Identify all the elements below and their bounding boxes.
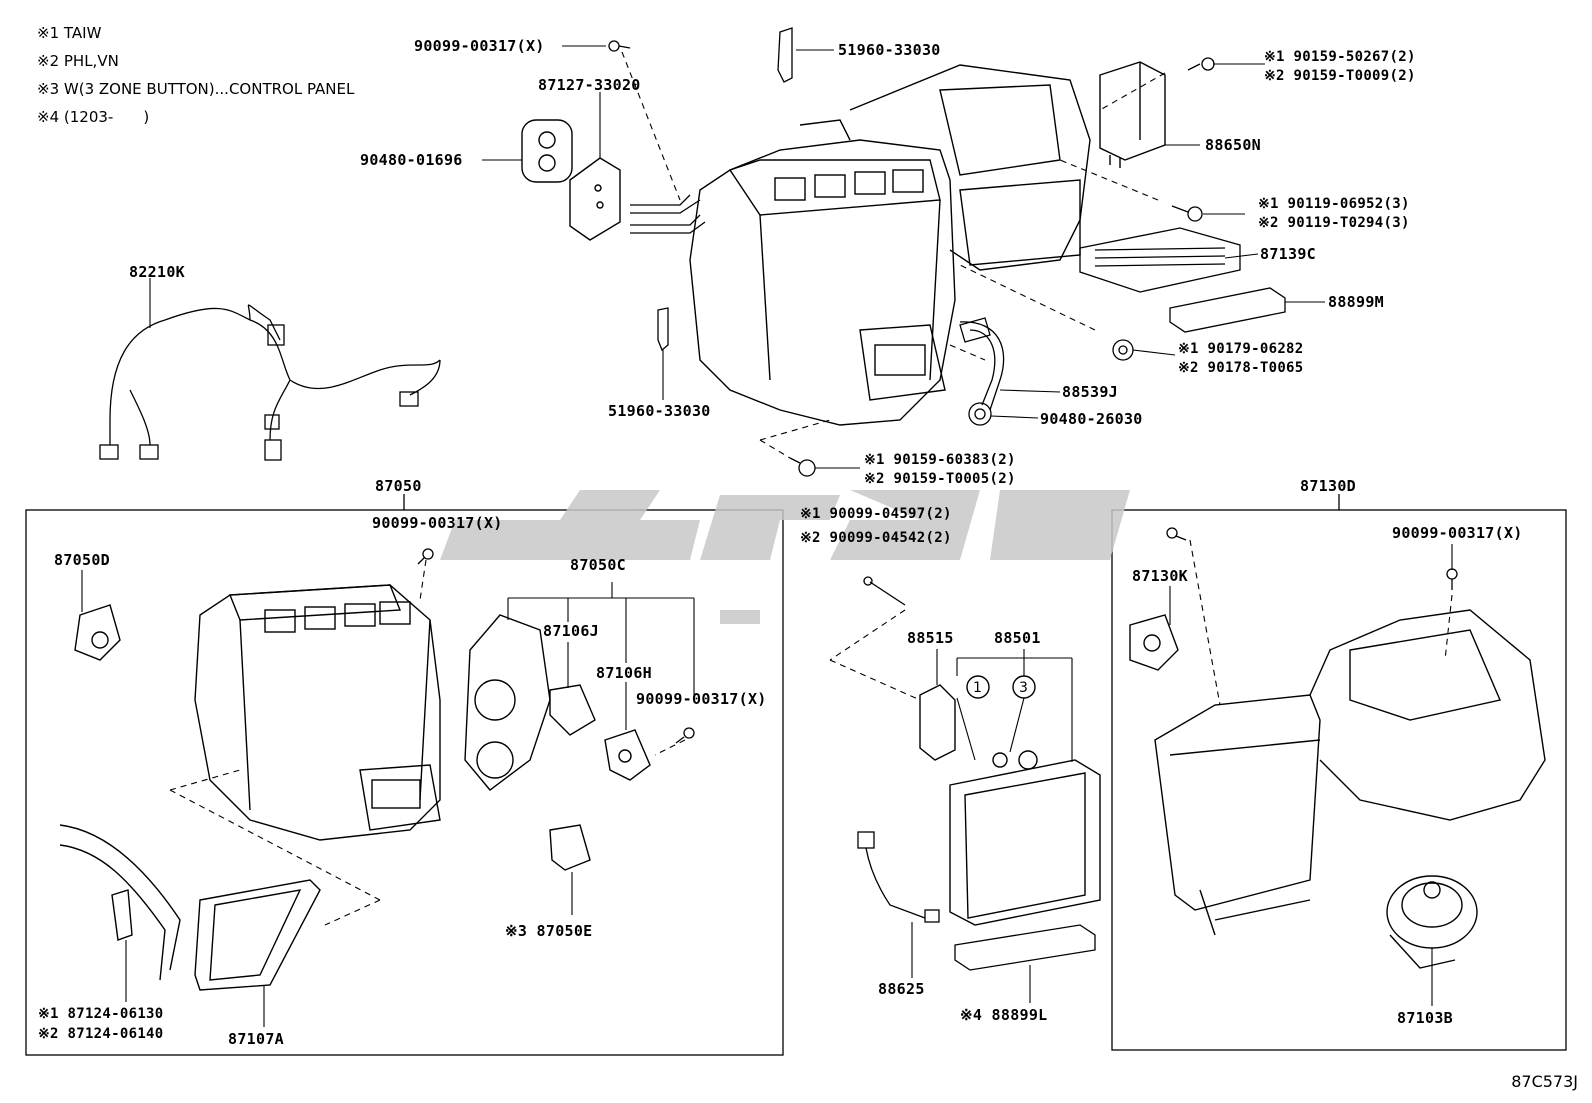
actuator-87130k — [1129, 614, 1179, 671]
label-90159-t0005: ※2 90159-T0005(2) — [864, 471, 1016, 487]
label-87103b: 87103B — [1397, 1009, 1453, 1027]
label-87124-06130: ※1 87124-06130 — [38, 1006, 164, 1022]
leader-lines-top — [149, 45, 1325, 469]
label-90119-06952: ※1 90119-06952(3) — [1258, 196, 1410, 212]
plate-87127-33020 — [569, 157, 621, 241]
label-87106h: 87106H — [596, 664, 652, 682]
heater-core-87107a — [59, 824, 321, 991]
label-90178-t0065: ※2 90178-T0065 — [1178, 360, 1304, 376]
label-87130d: 87130D — [1300, 477, 1356, 495]
fasteners — [608, 27, 1215, 477]
grommet-90480-01696 — [521, 119, 573, 183]
label-87130k: 87130K — [1132, 567, 1188, 585]
group-box-87130d — [1111, 509, 1567, 1051]
switch-87050e — [549, 824, 591, 871]
label-87107a: 87107A — [228, 1030, 284, 1048]
label-90480-26030: 90480-26030 — [1040, 410, 1143, 428]
leader-lines-left — [81, 570, 695, 1027]
wire-harness-82210k — [99, 304, 441, 461]
sensor-88625 — [857, 831, 940, 923]
label-87139c: 87139C — [1260, 245, 1316, 263]
note-1: ※1 TAIW — [37, 24, 102, 42]
clip-87124 — [111, 889, 133, 941]
actuator-87106h — [604, 729, 651, 781]
duct-88539j — [959, 317, 991, 343]
bolt-90099-04597 — [863, 576, 906, 606]
label-90099-00317-mid: 90099-00317(X) — [636, 690, 767, 708]
circle-number-1: 1 — [973, 680, 982, 696]
blower-case-87130d — [1154, 609, 1546, 936]
label-90099-04542: ※2 90099-04542(2) — [800, 530, 952, 546]
label-87050c: 87050C — [570, 556, 626, 574]
label-51960-33030-top: 51960-33030 — [838, 41, 941, 59]
circle-number-3: 3 — [1019, 680, 1028, 696]
label-90159-60383: ※1 90159-60383(2) — [864, 452, 1016, 468]
label-90159-50267: ※1 90159-50267(2) — [1264, 49, 1416, 65]
label-88539j: 88539J — [1062, 383, 1118, 401]
mode-parts-87050c — [464, 614, 551, 791]
label-90099-04597: ※1 90099-04597(2) — [800, 506, 952, 522]
label-88650n: 88650N — [1205, 136, 1261, 154]
group-box-87050 — [25, 509, 784, 1056]
label-90099-00317-right: 90099-00317(X) — [1392, 524, 1523, 542]
ecu-88650n — [1099, 61, 1166, 168]
leader-lines-right — [1169, 544, 1453, 1006]
main-hvac-unit — [689, 64, 1091, 426]
fasteners-left — [417, 548, 695, 744]
evaporator-88501 — [949, 675, 1101, 926]
label-88515: 88515 — [907, 629, 954, 647]
note-4: ※4 (1203- ) — [37, 108, 150, 126]
leader-lines-mid — [911, 649, 1073, 1003]
dashed-lines-left — [169, 559, 686, 926]
label-87127-33020: 87127-33020 — [538, 76, 641, 94]
label-88625: 88625 — [878, 980, 925, 998]
diagram-reference: 87C573J — [1511, 1072, 1578, 1091]
pipes — [630, 194, 1005, 411]
expansion-valve-88515 — [919, 684, 956, 761]
actuator-87106j — [549, 684, 596, 736]
label-88899m: 88899M — [1328, 293, 1384, 311]
label-87050d: 87050D — [54, 551, 110, 569]
label-90159-t0009: ※2 90159-T0009(2) — [1264, 68, 1416, 84]
cover-88899l — [954, 924, 1096, 971]
dashed-lines-right — [1189, 539, 1453, 706]
label-88501: 88501 — [994, 629, 1041, 647]
filter-87139c — [1079, 227, 1241, 293]
dashed-lines-mid — [829, 609, 921, 701]
label-87050e: ※3 87050E — [505, 922, 593, 940]
label-82210k: 82210K — [129, 263, 185, 281]
label-88899l: ※4 88899L — [960, 1006, 1048, 1024]
cover-88899m — [1169, 287, 1286, 333]
note-2: ※2 PHL,VN — [37, 52, 119, 70]
label-87050: 87050 — [375, 477, 422, 495]
label-87106j: 87106J — [543, 622, 599, 640]
label-87124-06140: ※2 87124-06140 — [38, 1026, 164, 1042]
label-90119-t0294: ※2 90119-T0294(3) — [1258, 215, 1410, 231]
label-90099-00317-left: 90099-00317(X) — [372, 514, 503, 532]
label-51960-33030-bottom: 51960-33030 — [608, 402, 711, 420]
label-90099-00317-top: 90099-00317(X) — [414, 37, 545, 55]
label-90179-06282: ※1 90179-06282 — [1178, 341, 1304, 357]
dashed-lines-top — [621, 51, 1166, 459]
label-90480-01696: 90480-01696 — [360, 151, 463, 169]
watermark-logo — [440, 490, 1130, 624]
hvac-case-87050 — [194, 584, 441, 841]
actuator-87050d — [74, 604, 121, 661]
note-3: ※3 W(3 ZONE BUTTON)...CONTROL PANEL — [37, 80, 355, 98]
